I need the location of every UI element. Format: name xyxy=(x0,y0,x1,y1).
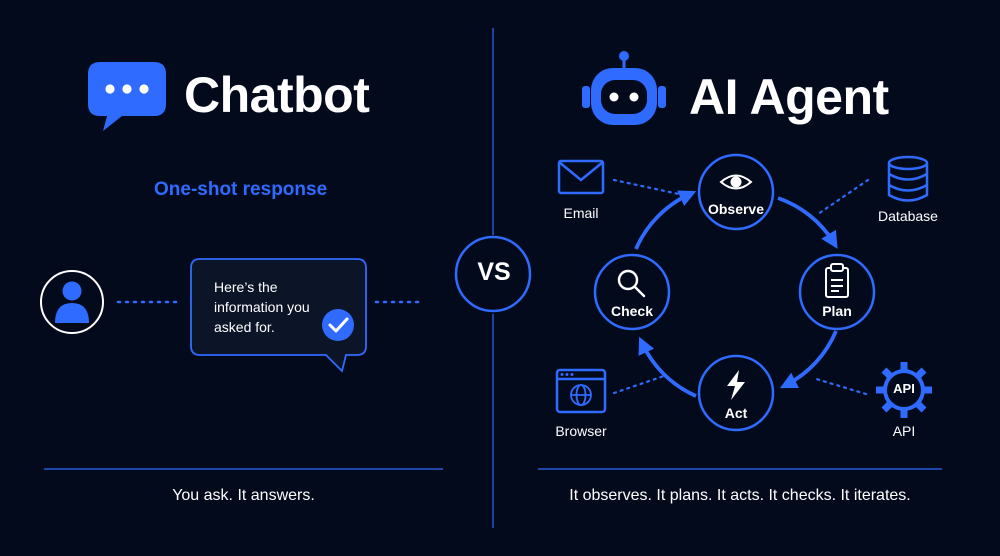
agent-caption: It observes. It plans. It acts. It check… xyxy=(569,487,911,504)
magnifier-icon xyxy=(617,269,646,298)
envelope-icon xyxy=(557,159,605,195)
check-label: Check xyxy=(610,303,654,319)
vs-label: VS xyxy=(477,258,511,286)
agent-title: AI Agent xyxy=(689,69,889,125)
reply-bubble xyxy=(190,258,367,373)
arrow-act-check xyxy=(638,336,697,398)
database-label: Database xyxy=(878,208,938,224)
clipboard-icon xyxy=(825,263,849,298)
arrow-check-observe xyxy=(634,190,697,250)
reply-line: information you xyxy=(214,299,310,315)
chatbot-title: Chatbot xyxy=(184,67,370,123)
eye-icon xyxy=(719,174,753,190)
vs-circle xyxy=(454,235,532,313)
robot-icon xyxy=(582,51,666,125)
gear-api-icon xyxy=(876,362,932,418)
user-icon xyxy=(40,270,104,334)
api-label: API xyxy=(892,423,916,439)
database-icon xyxy=(887,155,929,202)
tool-connectors xyxy=(612,178,870,396)
email-label: Email xyxy=(563,205,599,221)
act-label: Act xyxy=(724,405,748,421)
browser-icon xyxy=(555,368,607,414)
plan-label: Plan xyxy=(822,303,852,319)
reply-line: Here’s the xyxy=(214,279,278,295)
arrow-plan-act xyxy=(779,330,838,389)
api-icon-text: API xyxy=(893,381,915,396)
loop-arrows xyxy=(634,190,838,398)
observe-label: Observe xyxy=(707,201,765,217)
reply-text: Here’s the information you asked for. xyxy=(214,277,324,337)
check-node xyxy=(593,253,671,331)
check-icon xyxy=(322,309,354,341)
chat-bubble-icon xyxy=(88,62,166,131)
reply-line: asked for. xyxy=(214,319,275,335)
observe-node xyxy=(697,153,775,231)
chatbot-caption: You ask. It answers. xyxy=(172,487,315,504)
lightning-icon xyxy=(727,370,745,400)
chatbot-subtitle: One-shot response xyxy=(154,179,328,200)
browser-label: Browser xyxy=(555,423,607,439)
arrow-observe-plan xyxy=(777,196,838,249)
